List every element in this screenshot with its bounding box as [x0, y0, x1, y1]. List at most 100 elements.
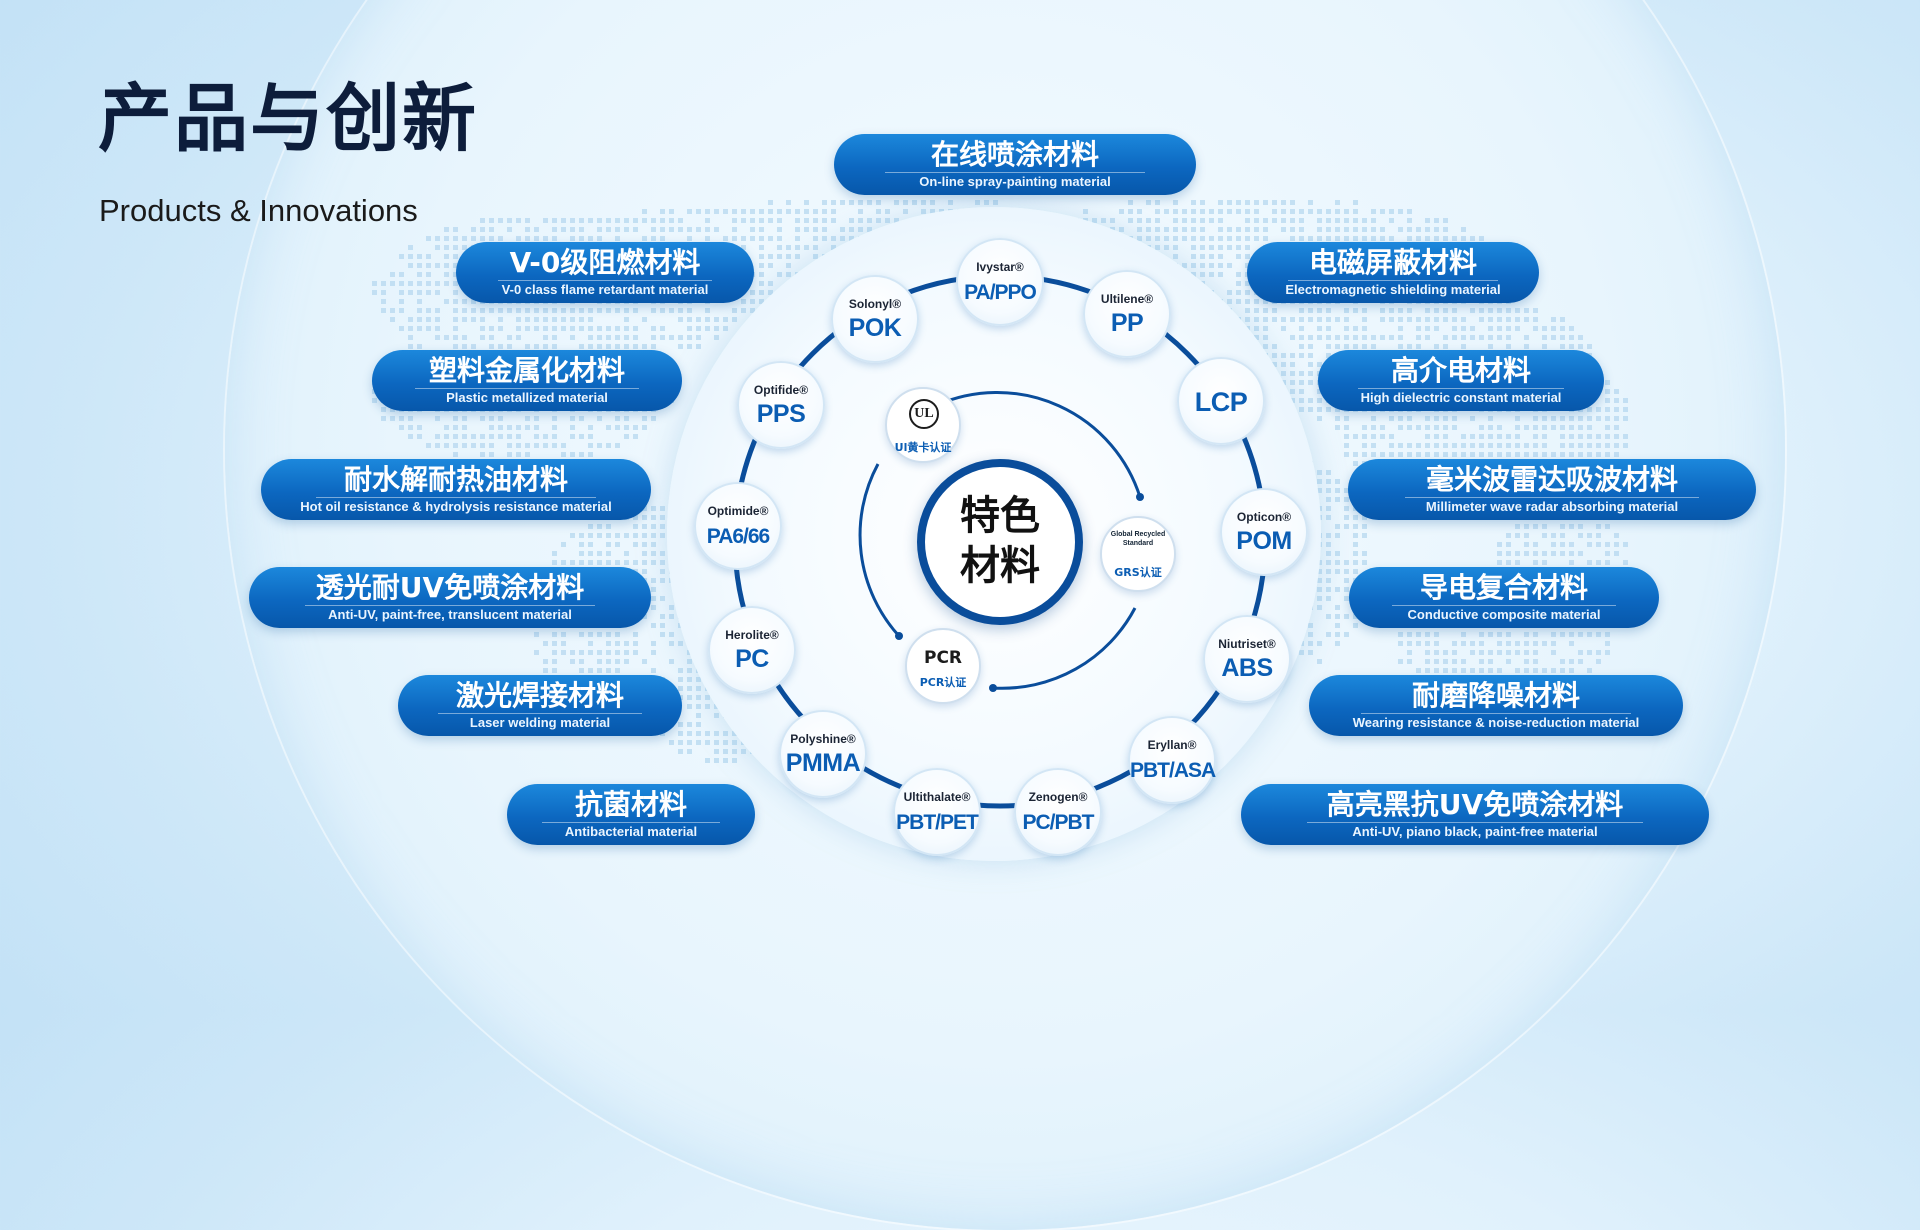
map-dot	[804, 209, 809, 214]
map-dot	[462, 434, 467, 439]
map-dot	[1326, 533, 1331, 538]
map-dot	[1344, 614, 1349, 619]
map-dot	[1506, 434, 1511, 439]
map-dot	[1245, 317, 1250, 322]
pill-v0-flame-retardant: V-0级阻燃材料 V-0 class flame retardant mater…	[456, 242, 754, 303]
pill-anti-uv-translucent: 透光耐UV免喷涂材料 Anti-UV, paint-free, transluc…	[249, 567, 651, 628]
map-dot	[1326, 551, 1331, 556]
map-dot	[561, 542, 566, 547]
map-dot	[498, 236, 503, 241]
pill-label-en: Hot oil resistance & hydrolysis resistan…	[300, 499, 612, 514]
map-dot	[471, 443, 476, 448]
map-dot	[1326, 407, 1331, 412]
map-dot	[1290, 209, 1295, 214]
map-dot	[1596, 533, 1601, 538]
map-dot	[1524, 650, 1529, 655]
map-dot	[678, 641, 683, 646]
map-dot	[381, 299, 386, 304]
map-dot	[462, 443, 467, 448]
node-brand: Polyshine®	[790, 732, 856, 746]
map-dot	[1371, 335, 1376, 340]
map-dot	[606, 650, 611, 655]
map-dot	[777, 254, 782, 259]
map-dot	[687, 227, 692, 232]
map-dot	[588, 668, 593, 673]
map-dot	[615, 650, 620, 655]
map-dot	[435, 335, 440, 340]
map-dot	[588, 560, 593, 565]
map-dot	[1164, 209, 1169, 214]
map-dot	[1281, 218, 1286, 223]
map-dot	[768, 209, 773, 214]
map-dot	[786, 254, 791, 259]
map-dot	[444, 281, 449, 286]
map-dot	[831, 236, 836, 241]
map-dot	[1299, 209, 1304, 214]
map-dot	[570, 452, 575, 457]
map-dot	[750, 227, 755, 232]
map-dot	[651, 416, 656, 421]
map-dot	[1560, 668, 1565, 673]
map-dot	[588, 425, 593, 430]
map-dot	[1596, 632, 1601, 637]
map-dot	[1470, 443, 1475, 448]
map-dot	[633, 344, 638, 349]
map-dot	[651, 308, 656, 313]
map-dot	[453, 263, 458, 268]
map-dot	[597, 416, 602, 421]
map-dot	[453, 245, 458, 250]
map-dot	[669, 209, 674, 214]
map-dot	[732, 758, 737, 763]
map-dot	[1443, 308, 1448, 313]
map-dot	[1344, 434, 1349, 439]
map-dot	[1416, 344, 1421, 349]
map-dot	[1425, 443, 1430, 448]
pill-label-zh: 毫米波雷达吸波材料	[1425, 463, 1678, 496]
map-dot	[831, 209, 836, 214]
map-dot	[1623, 560, 1628, 565]
grs-certification-badge: Global Recycled Standard GRS认证	[1100, 516, 1176, 592]
map-dot	[1488, 308, 1493, 313]
map-dot	[480, 335, 485, 340]
map-dot	[1218, 236, 1223, 241]
map-dot	[777, 227, 782, 232]
map-dot	[1551, 641, 1556, 646]
map-dot	[678, 344, 683, 349]
map-dot	[660, 335, 665, 340]
map-dot	[624, 560, 629, 565]
map-dot	[705, 317, 710, 322]
map-dot	[1479, 425, 1484, 430]
map-dot	[426, 443, 431, 448]
map-dot	[1497, 542, 1502, 547]
map-dot	[1353, 569, 1358, 574]
map-dot	[1371, 236, 1376, 241]
map-dot	[840, 200, 845, 205]
map-dot	[453, 227, 458, 232]
map-dot	[795, 236, 800, 241]
map-dot	[1461, 452, 1466, 457]
map-dot	[732, 218, 737, 223]
map-dot	[453, 452, 458, 457]
node-brand: Eryllan®	[1147, 738, 1197, 752]
map-dot	[570, 560, 575, 565]
map-dot	[408, 263, 413, 268]
map-dot	[1578, 650, 1583, 655]
map-dot	[660, 218, 665, 223]
map-dot	[1200, 263, 1205, 268]
map-dot	[714, 317, 719, 322]
map-dot	[1335, 587, 1340, 592]
map-dot	[1596, 452, 1601, 457]
map-dot	[1290, 389, 1295, 394]
map-dot	[813, 236, 818, 241]
map-dot	[732, 317, 737, 322]
map-dot	[885, 209, 890, 214]
map-dot	[1254, 317, 1259, 322]
map-dot	[1083, 209, 1088, 214]
map-dot	[1488, 326, 1493, 331]
map-dot	[552, 560, 557, 565]
map-dot	[471, 299, 476, 304]
map-dot	[1407, 641, 1412, 646]
map-dot	[417, 326, 422, 331]
map-dot	[417, 254, 422, 259]
map-dot	[1560, 434, 1565, 439]
